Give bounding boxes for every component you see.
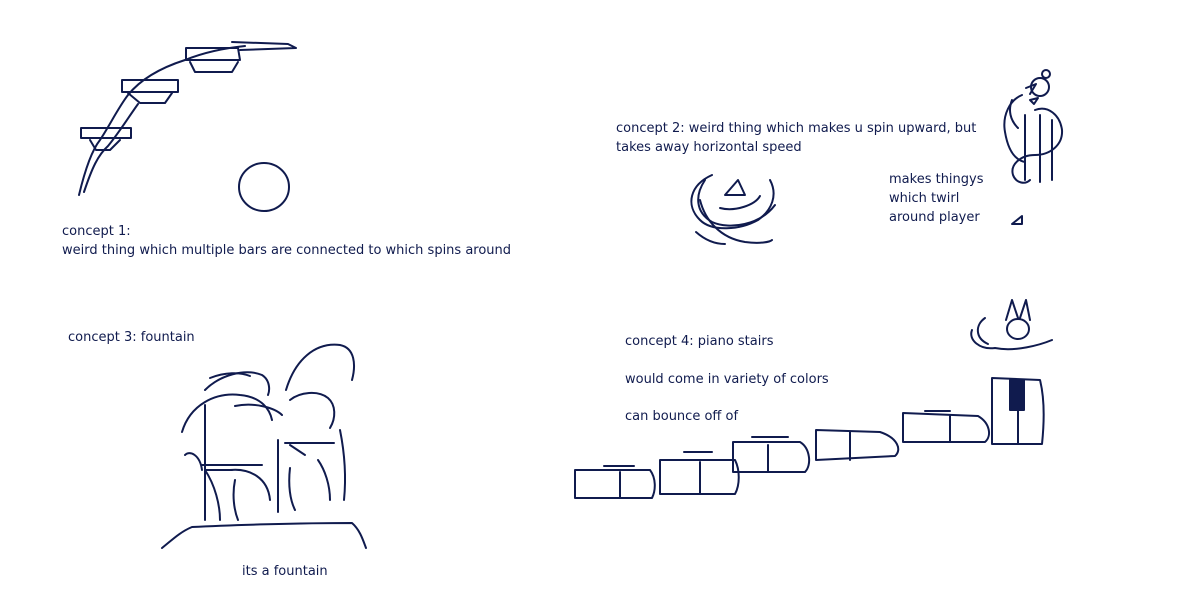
concept1-bar-3-tip [231,41,297,51]
piano-step-1 [574,469,656,499]
fountain-spray-7 [184,452,203,471]
piano-player-ears [1005,299,1031,321]
piano-step-6-figure [1009,379,1025,411]
concept1-bar-1 [80,127,132,139]
concept1-bar-2-base [127,92,173,104]
piano-player-body [970,329,1053,351]
fountain-inner-1 [232,479,239,521]
concept4-sketch [574,299,1053,499]
concept1-bar-3 [185,47,241,61]
concept2-vortex-swirl-2 [697,179,776,227]
piano-step-6 [991,377,1045,445]
piano-step-3 [732,441,811,473]
concept2-player-sketch [1003,69,1064,225]
fountain-spray-2 [204,371,271,396]
concept2-player-bow [1029,97,1039,105]
piano-step-2 [659,459,740,495]
fountain-inner-2 [288,467,296,511]
concept2-vortex-swirl-1 [690,174,775,230]
concept2-player-hat [1041,69,1051,79]
concept3-caption: its a fountain [242,564,328,579]
concept2-ribbon-2 [1011,107,1064,184]
fountain-spray-11 [339,429,346,501]
piano-player-head [1006,318,1030,340]
concept1-sketch [78,41,297,212]
concept2-vortex-swirl-3 [699,199,773,244]
concept1-orb [238,162,290,212]
concept2-player-ear [1025,83,1037,95]
concept2-vortex-arc [719,195,761,211]
concept2-line-1: concept 2: weird thing which makes u spi… [616,121,977,136]
concept1-bar-2 [121,79,179,93]
concept1-title: concept 1: [62,224,131,239]
fountain-spray-5 [289,392,336,429]
piano-step-4 [815,429,900,461]
piano-step-5 [902,412,991,443]
concept4-note-1: would come in variety of colors [625,372,829,387]
fountain-spray-6 [234,403,283,416]
concept2-small-triangle [1011,215,1023,225]
fountain-spray-1 [181,393,273,433]
fountain-spray-10 [317,459,331,501]
fountain-spray-9 [204,469,221,521]
fountain-spray-8 [229,468,271,501]
concept2-side-note-3: around player [889,210,980,225]
concept2-side-note-2: which twirl [889,191,960,206]
concept1-description: weird thing which multiple bars are conn… [62,243,512,258]
concept1-bar-1-base [89,139,121,151]
fountain-spray-3 [209,372,251,379]
concept2-vortex-triangle [724,179,746,196]
fountain-spray-4 [285,343,355,391]
fountain-basin-left [201,464,263,471]
concept2-side-note-1: makes thingys [889,172,984,187]
concept4-title: concept 4: piano stairs [625,334,774,349]
concept1-arm-curve [78,45,246,196]
concept2-ribbon-1 [1003,94,1026,163]
concept3-sketch [161,343,367,549]
concept3-title: concept 3: fountain [68,330,195,345]
concept4-note-2: can bounce off of [625,409,739,424]
concept2-vortex-swirl-4 [695,231,726,245]
concept1-arm-curve-2 [83,103,139,193]
concept2-ribbon-3 [1009,99,1019,129]
concept2-line-2: takes away horizontal speed [616,140,802,155]
piano-player-tail [976,317,989,345]
fountain-basin-right [284,442,335,456]
concept1-bar-3-base [189,61,239,73]
concept2-sketch [690,174,776,245]
fountain-ground [161,522,367,549]
